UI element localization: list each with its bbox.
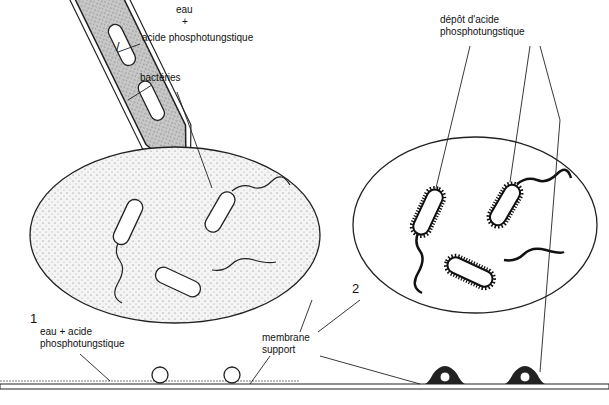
stained-bacteria xyxy=(411,170,571,293)
plus-sign: + xyxy=(182,16,196,28)
flagella xyxy=(115,177,290,303)
figure-number: 1 xyxy=(30,312,50,327)
stray-mark: / xyxy=(116,40,136,55)
part-label: bactéries xyxy=(140,72,210,84)
liquid-label: eau + acide phosphotungstique xyxy=(40,326,130,349)
stain-drop xyxy=(30,147,320,323)
liquid-label: eau xyxy=(176,4,206,16)
bacteria xyxy=(111,189,238,299)
membrane-support xyxy=(0,384,609,389)
bacteria-section xyxy=(152,367,240,383)
support-label: membrane support xyxy=(262,332,332,355)
liquid-layer xyxy=(0,381,300,382)
deposit-label: dépôt d'acide phosphotungstique xyxy=(440,14,570,37)
stained-drop xyxy=(353,137,597,313)
figure-number: 2 xyxy=(352,282,372,297)
liquid-label: acide phosphotungstique xyxy=(142,32,272,44)
stain-deposit xyxy=(425,366,545,384)
leader-lines xyxy=(80,44,560,384)
